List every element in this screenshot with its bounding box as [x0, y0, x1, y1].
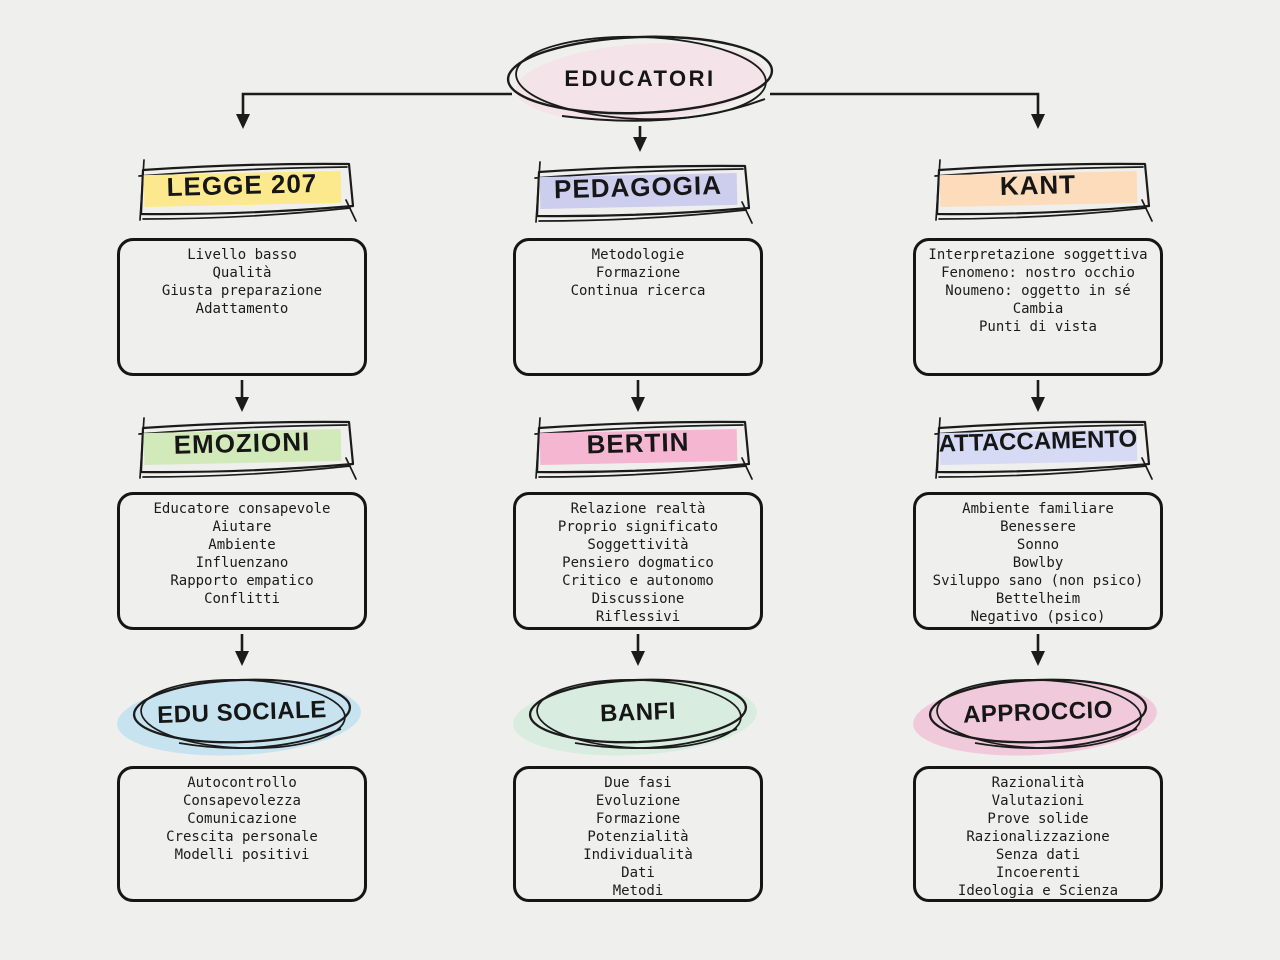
box-line: Critico e autonomo [562, 573, 714, 589]
box-line: Razionalità [991, 775, 1085, 791]
box-line: Metodologie [591, 247, 685, 263]
header-bertin: BERTIN [523, 416, 753, 480]
node-banfi: BANFI [511, 671, 759, 762]
box-bertin-details: Relazione realtà Proprio significato Sog… [513, 492, 763, 630]
box-line: Soggettività [587, 537, 689, 553]
root-sketch-ellipse [506, 35, 774, 122]
sketch-ellipse [132, 678, 352, 750]
box-line: Continua ricerca [570, 283, 706, 299]
arrowhead [1031, 114, 1045, 129]
arrowhead [235, 397, 249, 412]
box-line: Senza dati [995, 847, 1081, 863]
sketch-frame [934, 417, 1153, 480]
header-label: LEGGE 207 [166, 168, 318, 202]
header-label: PEDAGOGIA [553, 169, 723, 205]
header-label: EMOZIONI [173, 426, 311, 460]
arrowhead [1031, 651, 1045, 666]
box-line: Fenomeno: nostro occhio [941, 265, 1135, 281]
header-kant: KANT [923, 158, 1153, 222]
box-attaccamento-details: Ambiente familiare Benessere Sonno Bowlb… [913, 492, 1163, 630]
box-line: Autocontrollo [187, 775, 297, 791]
box-line: Evoluzione [595, 793, 681, 809]
box-line: Aiutare [212, 519, 272, 535]
box-line: Proprio significato [557, 519, 719, 535]
header-legge-207: LEGGE 207 [127, 158, 357, 222]
box-line: Bowlby [1012, 555, 1064, 571]
box-line: Modelli positivi [174, 847, 310, 863]
box-line: Ambiente [208, 537, 276, 553]
box-line: Potenzialità [587, 829, 689, 845]
header-attaccamento: ATTACCAMENTO [923, 416, 1153, 480]
box-line: Educatore consapevole [153, 501, 331, 517]
box-line: Ambiente familiare [962, 501, 1114, 517]
box-line: Prove solide [987, 811, 1089, 827]
header-label: BERTIN [586, 426, 690, 460]
box-line: Giusta preparazione [161, 283, 323, 299]
box-line: Dati [621, 865, 655, 881]
box-line: Due fasi [604, 775, 672, 791]
box-kant-details: Interpretazione soggettiva Fenomeno: nos… [913, 238, 1163, 376]
box-legge-details: Livello basso Qualità Giusta preparazion… [117, 238, 367, 376]
arrowhead [631, 397, 645, 412]
header-label: KANT [999, 169, 1077, 201]
arrowhead [1031, 397, 1045, 412]
box-line: Riflessivi [595, 609, 681, 625]
box-line: Razionalizzazione [966, 829, 1110, 845]
box-line: Influenzano [195, 555, 289, 571]
box-line: Sonno [1016, 537, 1060, 553]
box-line: Conflitti [204, 591, 280, 607]
box-line: Interpretazione soggettiva [928, 247, 1148, 263]
box-line: Incoerenti [995, 865, 1081, 881]
box-line: Ideologia e Scienza [957, 883, 1119, 899]
box-line: Sviluppo sano (non psico) [932, 573, 1144, 589]
box-line: Bettelheim [995, 591, 1081, 607]
root-label: EDUCATORI [564, 66, 716, 91]
box-line: Metodi [612, 883, 664, 899]
node-approccio: APPROCCIO [911, 671, 1159, 762]
box-line: Valutazioni [991, 793, 1085, 809]
sketch-frame [138, 417, 357, 480]
header-label: ATTACCAMENTO [938, 425, 1138, 458]
box-pedagogia-details: Metodologie Formazione Continua ricerca [513, 238, 763, 376]
arrowhead [631, 651, 645, 666]
sketch-frame [534, 417, 753, 480]
box-line: Consapevolezza [182, 793, 301, 809]
box-emozioni-details: Educatore consapevole Aiutare Ambiente I… [117, 492, 367, 630]
box-line: Discussione [591, 591, 685, 607]
arrowhead [235, 651, 249, 666]
sketch-frame [934, 159, 1153, 222]
box-line: Adattamento [195, 301, 289, 317]
header-emozioni: EMOZIONI [127, 416, 357, 480]
box-line: Formazione [595, 265, 681, 281]
box-line: Comunicazione [187, 811, 297, 827]
box-edu-sociale-details: Autocontrollo Consapevolezza Comunicazio… [117, 766, 367, 902]
box-line: Crescita personale [166, 829, 318, 845]
box-line: Formazione [595, 811, 681, 827]
box-line: Rapporto empatico [170, 573, 314, 589]
arrowhead [236, 114, 250, 129]
box-line: Noumeno: oggetto in sé [945, 283, 1131, 299]
sketch-ellipse [528, 678, 748, 750]
box-line: Relazione realtà [570, 501, 706, 517]
branch-line-left [241, 92, 512, 114]
header-pedagogia: PEDAGOGIA [523, 160, 753, 224]
box-line: Livello basso [187, 247, 297, 263]
box-approccio-details: Razionalità Valutazioni Prove solide Raz… [913, 766, 1163, 902]
box-line: Negativo (psico) [970, 609, 1106, 625]
box-line: Qualità [212, 265, 272, 281]
box-line: Benessere [1000, 519, 1076, 535]
node-edu-sociale: EDU SOCIALE [115, 671, 363, 762]
box-line: Pensiero dogmatico [562, 555, 714, 571]
box-line: Cambia [1012, 301, 1064, 317]
branch-line-right [770, 92, 1040, 114]
box-banfi-details: Due fasi Evoluzione Formazione Potenzial… [513, 766, 763, 902]
node-educatori: EDUCATORI [500, 28, 780, 129]
arrowhead [633, 137, 647, 152]
sketch-ellipse [928, 678, 1148, 750]
box-line: Individualità [583, 847, 693, 863]
box-line: Punti di vista [978, 319, 1097, 335]
